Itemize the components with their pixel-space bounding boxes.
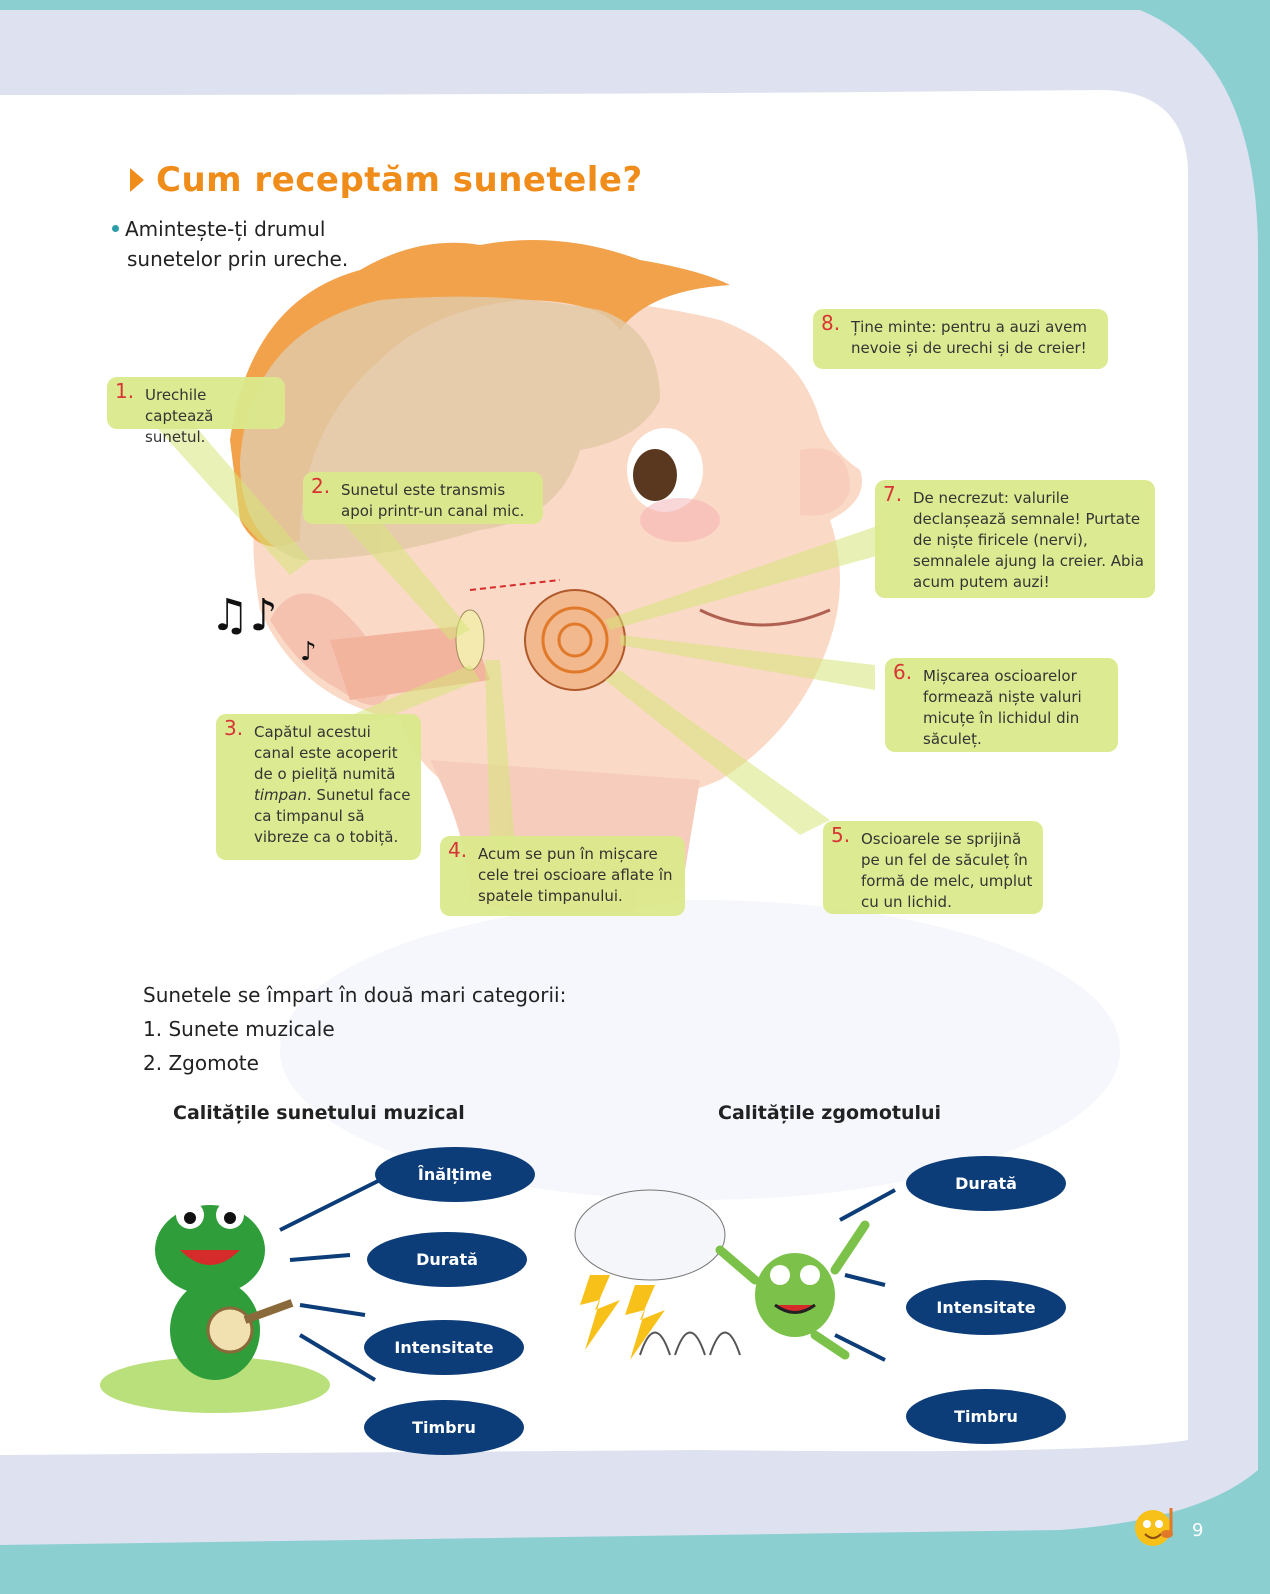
- callout-6: 6. Mișcarea oscioarelor formează niște v…: [885, 658, 1118, 752]
- category-item-1-number: 1.: [143, 1017, 163, 1041]
- callout-3: 3. Capătul acestui canal este acoperit d…: [216, 714, 421, 860]
- musical-quality-pitch: Înălțime: [375, 1147, 535, 1202]
- callout-emphasis: timpan: [254, 786, 307, 804]
- page-number: 9: [1192, 1520, 1204, 1541]
- intro-line-1: Amintește-ți drumul: [125, 217, 326, 241]
- lily-pad: [100, 1357, 330, 1413]
- lightning-icon: [580, 1275, 620, 1350]
- motion-arcs: [639, 1331, 741, 1356]
- callout-number: 1.: [115, 379, 135, 403]
- callout-2: 2. Sunetul este transmis apoi printr-un …: [303, 472, 543, 524]
- guitar-icon: [206, 1306, 254, 1354]
- nose-shape: [800, 448, 850, 516]
- cochlea-spiral-inner: [557, 622, 593, 658]
- callout-number: 7.: [883, 482, 903, 506]
- intro-line-2: sunetelor prin ureche.: [127, 247, 349, 271]
- callout-text-end: . Sunetul face ca timpanul să vibreze ca…: [254, 786, 411, 846]
- callout-number: 8.: [821, 311, 841, 335]
- callout-text: Ține minte: pentru a auzi avem nevoie și…: [851, 318, 1088, 357]
- callout-text: Acum se pun în mișcare cele trei oscioar…: [478, 845, 673, 905]
- storm-cloud: [574, 1189, 726, 1281]
- cheek-blush: [640, 498, 720, 542]
- category-item-2: 2. Zgomote: [143, 1051, 259, 1075]
- jumping-frog: [755, 1253, 835, 1337]
- music-notes-icon: ♫♪: [210, 590, 278, 641]
- musical-quality-duration: Durată: [367, 1232, 527, 1287]
- category-item-2-label: Zgomote: [168, 1051, 259, 1075]
- musical-quality-intensity: Intensitate: [364, 1320, 524, 1375]
- arrow-right-icon: [130, 168, 144, 192]
- callout-7: 7. De necrezut: valurile declanșează sem…: [875, 480, 1155, 598]
- noise-quality-timbre: Timbru: [906, 1389, 1066, 1444]
- category-item-2-number: 2.: [143, 1051, 163, 1075]
- callout-text: De necrezut: valurile declanșează semnal…: [913, 489, 1144, 591]
- cochlea-shape: [524, 589, 626, 691]
- callout-text: Capătul acestui canal este acoperit de o…: [254, 723, 398, 783]
- callout-text: Mișcarea oscioarelor formează niște valu…: [923, 667, 1082, 748]
- category-item-1: 1. Sunete muzicale: [143, 1017, 335, 1041]
- page-title: Cum receptăm sunetele?: [156, 160, 643, 200]
- lightning-icon: [625, 1285, 665, 1360]
- mascot-icon: [1135, 1508, 1173, 1546]
- callout-number: 5.: [831, 823, 851, 847]
- categories-intro: Sunetele se împart în două mari categori…: [143, 983, 567, 1007]
- frog-mouth: [180, 1250, 240, 1265]
- callout-5: 5. Oscioarele se sprijină pe un fel de s…: [823, 821, 1043, 914]
- storm-frog-illustration: [574, 1188, 896, 1362]
- intro-text: Amintește-ți drumul sunetelor prin urech…: [112, 214, 348, 274]
- callout-4: 4. Acum se pun în mișcare cele trei osci…: [440, 836, 685, 916]
- noise-quality-duration: Durată: [906, 1156, 1066, 1211]
- callout-1: 1. Urechile captează sunetul.: [107, 377, 285, 446]
- cochlea-spiral-outer: [541, 606, 609, 674]
- nerve-arrow: [469, 579, 561, 591]
- mouth-line: [699, 608, 831, 627]
- callout-number: 4.: [448, 838, 468, 862]
- musical-heading: Calitățile sunetului muzical: [173, 1102, 465, 1124]
- callout-pointers: [150, 420, 880, 845]
- noise-connectors: [834, 1188, 896, 1362]
- frog-guitar-illustration: [100, 1178, 381, 1413]
- callout-number: 3.: [224, 716, 244, 740]
- callout-text: Urechile captează sunetul.: [145, 386, 214, 446]
- callout-number: 6.: [893, 660, 913, 684]
- callout-text: Sunetul este transmis apoi printr-un can…: [341, 481, 525, 520]
- callout-number: 2.: [311, 474, 331, 498]
- musical-connectors: [279, 1178, 381, 1382]
- noise-heading: Calitățile zgomotului: [718, 1102, 942, 1124]
- eye-pupil: [633, 449, 677, 501]
- noise-quality-intensity: Intensitate: [906, 1280, 1066, 1335]
- section-heading: Cum receptăm sunetele?: [130, 160, 643, 200]
- callout-text: Oscioarele se sprijină pe un fel de săcu…: [861, 830, 1033, 911]
- category-item-1-label: Sunete muzicale: [168, 1017, 335, 1041]
- bullet-icon: [112, 225, 119, 232]
- musical-quality-timbre: Timbru: [364, 1400, 524, 1455]
- callout-8: 8. Ține minte: pentru a auzi avem nevoie…: [813, 309, 1108, 369]
- music-note-icon: ♪: [300, 637, 317, 667]
